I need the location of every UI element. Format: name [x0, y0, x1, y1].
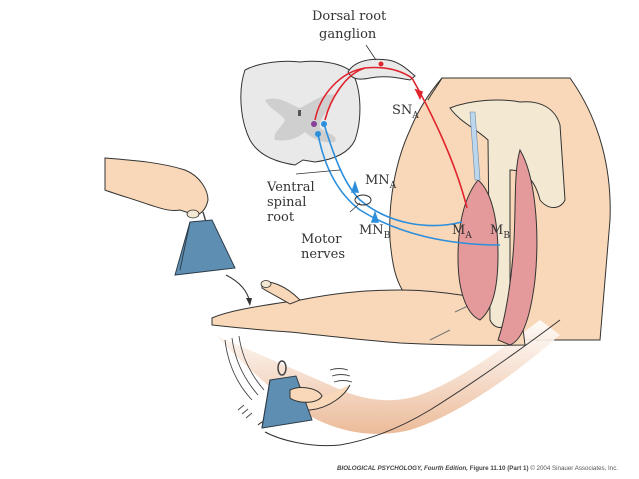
label-ganglion: ganglion — [319, 27, 377, 42]
forearm-upper — [211, 280, 526, 346]
hand-with-weight — [104, 157, 252, 306]
vibration-lines — [224, 335, 353, 419]
biceps-tendon — [469, 111, 481, 181]
motor-neuron-a — [323, 123, 463, 227]
figure-credit: BIOLOGICAL PSYCHOLOGY, Fourth Edition, F… — [337, 465, 618, 472]
label-dorsal-root: Dorsal root — [312, 9, 387, 24]
muscle-a-biceps — [457, 179, 499, 321]
sensory-cell-body — [378, 61, 384, 67]
forearm-lower — [215, 319, 561, 447]
thumb-lower — [289, 387, 323, 403]
labels: Dorsal root ganglion SNA Ventral spinal … — [266, 9, 510, 262]
label-root: root — [267, 210, 295, 225]
motor-neuron-b — [317, 133, 501, 246]
label-m-a: MA — [452, 223, 472, 241]
label-motor: Motor — [301, 232, 342, 247]
label-sn-a: SNA — [392, 103, 419, 121]
label-m-b: MB — [490, 223, 510, 241]
label-ventral: Ventral — [266, 180, 315, 195]
motor-nerves-bundle-marker — [354, 194, 372, 206]
thumb-upper — [261, 281, 301, 305]
label-mn-b: MNB — [359, 223, 391, 241]
label-nerves: nerves — [301, 247, 345, 262]
spinal-cord — [240, 60, 361, 166]
label-spinal: spinal — [267, 195, 306, 210]
weight-falling — [174, 219, 236, 276]
motor-neurons — [317, 123, 501, 246]
leader-lines — [295, 44, 377, 213]
muscle-b-triceps — [497, 148, 538, 346]
label-mn-a: MNA — [365, 173, 397, 191]
muscles — [457, 111, 538, 346]
sensory-neuron — [314, 66, 468, 209]
